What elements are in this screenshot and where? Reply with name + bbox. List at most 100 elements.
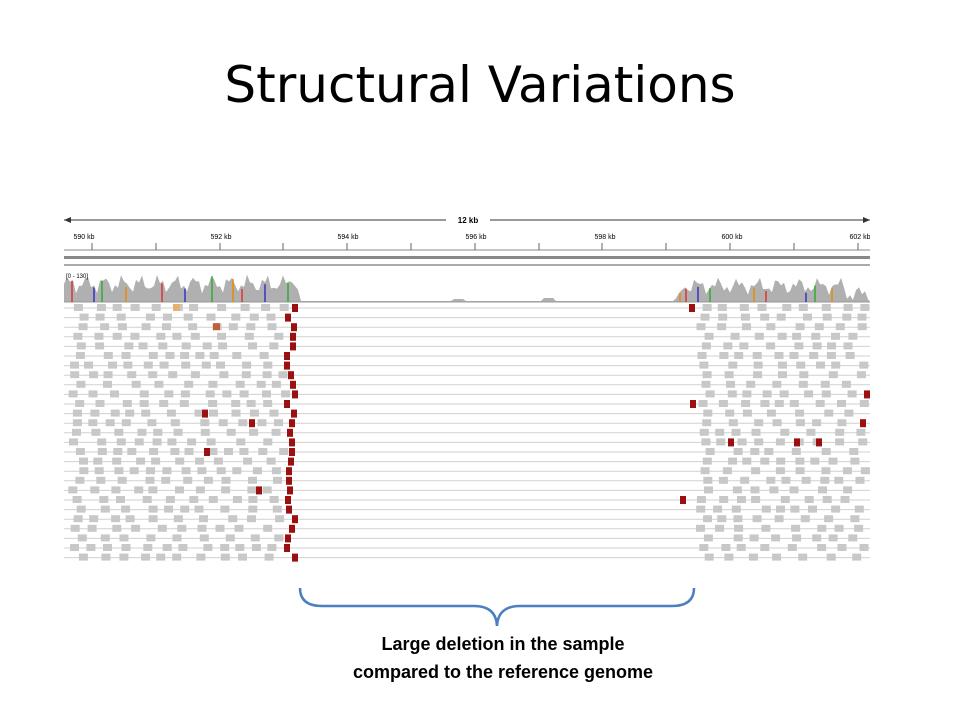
read (72, 419, 82, 427)
read (246, 400, 256, 407)
read (179, 400, 189, 407)
read (79, 467, 89, 475)
read (780, 428, 790, 436)
read (822, 496, 832, 503)
read (795, 457, 805, 465)
read (116, 496, 125, 503)
read (242, 361, 252, 369)
read (261, 304, 271, 311)
read (228, 323, 238, 331)
read (703, 515, 712, 523)
read (742, 409, 752, 417)
read (124, 342, 134, 350)
read (834, 524, 844, 532)
read (94, 467, 104, 475)
read (89, 371, 99, 379)
read (72, 496, 82, 503)
read (820, 380, 830, 388)
read (180, 390, 190, 398)
read (821, 467, 831, 475)
read (201, 361, 211, 369)
read (278, 371, 288, 379)
span-arrow-left (64, 217, 71, 223)
read (156, 553, 166, 561)
read (778, 371, 787, 379)
read (184, 380, 194, 388)
read (803, 313, 812, 321)
read (746, 380, 756, 388)
read (258, 448, 268, 455)
read (779, 390, 789, 398)
read (231, 400, 241, 407)
read (780, 496, 790, 503)
read (796, 361, 806, 369)
read (718, 400, 728, 407)
read (751, 467, 761, 475)
read (806, 428, 816, 436)
read (856, 428, 866, 436)
read (843, 304, 853, 311)
discordant-read (284, 400, 290, 408)
read (70, 524, 80, 532)
read (93, 457, 103, 465)
read (112, 332, 122, 340)
read (753, 361, 763, 369)
read (731, 505, 741, 513)
ruler-tick-label: 592 kb (210, 234, 231, 241)
read (761, 524, 771, 532)
read (220, 544, 230, 551)
read (217, 304, 227, 311)
read (172, 332, 182, 340)
read (125, 515, 135, 523)
discordant-read (288, 457, 294, 466)
read (247, 486, 257, 494)
read (195, 352, 205, 359)
read (272, 505, 282, 513)
read (146, 313, 155, 321)
read (848, 332, 858, 340)
read (817, 544, 827, 551)
read (860, 467, 870, 475)
read (256, 380, 266, 388)
read (717, 515, 727, 523)
read (165, 496, 175, 503)
read (818, 486, 827, 494)
read (151, 457, 161, 465)
discordant-read (285, 313, 291, 322)
read (701, 342, 711, 350)
read (213, 457, 223, 465)
read (188, 323, 198, 331)
read (206, 438, 216, 446)
read (266, 313, 276, 321)
read (699, 544, 709, 551)
read (103, 371, 113, 379)
read (859, 361, 869, 369)
read (789, 352, 799, 359)
read (110, 390, 119, 398)
discordant-read (284, 352, 290, 360)
read (87, 524, 97, 532)
read (159, 400, 169, 407)
read (737, 438, 747, 446)
read (859, 544, 869, 551)
read (262, 371, 272, 379)
discordant-read (284, 361, 290, 370)
read (754, 419, 764, 427)
read (157, 524, 167, 532)
ruler-tick-label: 596 kb (465, 234, 486, 241)
read (76, 380, 86, 388)
read (97, 448, 107, 455)
read (141, 553, 151, 561)
read (742, 323, 751, 331)
read (704, 332, 714, 340)
read (816, 361, 825, 369)
span-arrow-right (863, 217, 870, 223)
read (208, 496, 218, 503)
read (134, 438, 144, 446)
read (249, 313, 259, 321)
read (799, 371, 809, 379)
read (699, 361, 709, 369)
read (810, 457, 820, 465)
read (235, 380, 245, 388)
read (723, 342, 733, 350)
